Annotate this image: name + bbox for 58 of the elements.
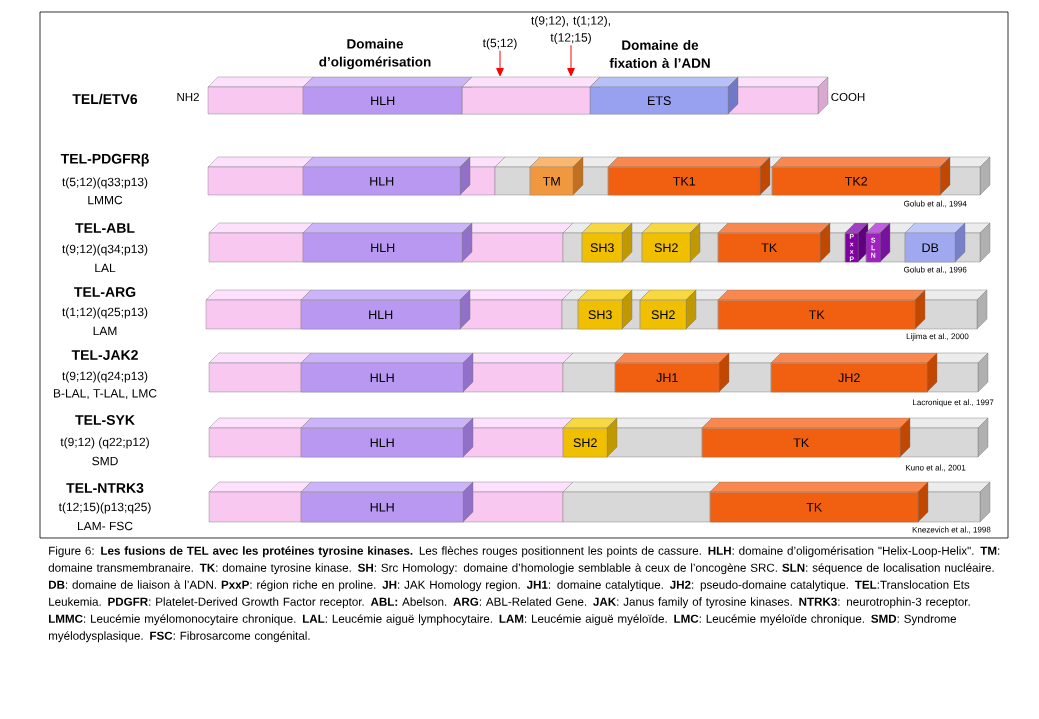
domain-box: TM	[529, 156, 584, 196]
disease-label: B-LAL, T-LAL, LMC	[54, 389, 157, 399]
breakpoint-arrow	[496, 50, 504, 77]
protein-segment	[461, 76, 601, 115]
domain-heading: Domaine d’oligomérisation	[319, 38, 431, 70]
breakpoint-label: t(5;12)	[482, 38, 517, 50]
domain-heading: Domaine de fixation à l’ADN	[609, 40, 710, 68]
protein-name: TEL-SYK	[75, 415, 135, 425]
translocation-label: t(1;12)(q25;p13)	[62, 307, 148, 319]
reference-label: Lijima et al., 2000	[906, 333, 969, 341]
disease-label: LAM- FSC	[78, 521, 133, 531]
domain-box: SH3	[577, 289, 633, 330]
domain-box: HLH	[300, 289, 471, 330]
domain-box: JH2	[770, 352, 938, 393]
reference-label: Lacronique et al., 1997	[913, 399, 994, 407]
translocation-label: t(12;15)(p13;q25)	[58, 502, 151, 514]
breakpoint-arrow	[567, 44, 575, 77]
domain-box: SH2	[639, 289, 697, 330]
domain-box: ETS	[589, 76, 739, 115]
domain-box: TK	[717, 289, 926, 330]
protein-name: TEL-JAK2	[71, 350, 138, 360]
domain-box: TK	[701, 417, 911, 458]
disease-label: LAL	[95, 263, 116, 273]
domain-box: TK1	[607, 156, 771, 196]
disease-label: LMMC	[88, 195, 123, 205]
reference-label: Kuno et al., 2001	[905, 464, 966, 472]
reference-label: Golub et al., 1996	[904, 266, 967, 274]
breakpoint-label: t(9;12), t(1;12), t(12;15)	[531, 15, 610, 45]
domain-box: TK	[717, 222, 831, 263]
domain-box: TK	[709, 481, 929, 523]
domain-box: HLH	[302, 222, 473, 263]
translocation-label: t(9;12) (q22;p12)	[60, 437, 149, 449]
terminus-label: COOH	[831, 92, 865, 102]
domain-box: HLH	[300, 481, 474, 523]
terminus-label: NH2	[177, 93, 199, 101]
domain-box: DB	[904, 222, 966, 263]
figure-caption: Figure 6: Les fusions de TEL avec les protéines tyrosine kinases. Les flèches rouges positionnent les points de cassure. HLH: domaine d’oligomérisation "Helix-Loop-Helix". TM: domaine transmembranaire. TK: domaine tyrosine kinase. SH: Src Homology: domaine d’homologie semblable à ceux de l’oncogène SRC. SLN: séquence de localisation nucléaire. DB: domaine de liaison à l’ADN. PxxP: région riche en proline. JH: JAK Homology region. JH1: domaine catalytique. JH2: pseudo-domaine catalytique. TEL:Translocation Ets Leukemia. PDGFR: Platelet-Derived Growth Factor receptor. ABL: Abelson. ARG: ABL-Related Gene. JAK: Janus family of tyrosine kinases. NTRK3: neurotrophin-3 receptor. LMMC: Leucémie myélomonocytaire chronique. LAL: Leucémie aiguë lymphocytaire. LAM: Leucémie aiguë myéloïde. LMC: Leucémie myéloïde chronique. SMD: Syndrome myélodysplasique. FSC: Fibrosarcome congénital.	[48, 546, 1000, 643]
protein-name: TEL-ABL	[75, 223, 135, 233]
protein-name: TEL-NTRK3	[66, 483, 144, 493]
protein-name: TEL-ARG	[74, 287, 136, 297]
disease-label: LAM	[93, 326, 117, 336]
protein-name: TEL/ETV6	[72, 93, 138, 105]
domain-box: HLH	[300, 352, 474, 393]
reference-label: Golub et al., 1994	[904, 200, 967, 208]
domain-box: SH2	[562, 417, 618, 458]
domain-box: SH2	[641, 222, 701, 263]
domain-box: HLH	[302, 156, 471, 196]
domain-box: TK2	[771, 156, 951, 196]
reference-label: Knezevich et al., 1998	[912, 526, 991, 534]
domain-box: SH3	[581, 222, 633, 263]
domain-box: HLH	[302, 76, 473, 115]
translocation-label: t(9;12)(q34;p13)	[62, 244, 148, 256]
translocation-label: t(9;12)(q24;p13)	[62, 371, 148, 383]
disease-label: SMD	[92, 456, 118, 466]
protein-name: TEL-PDGFRβ	[60, 153, 149, 167]
translocation-label: t(5;12)(q33;p13)	[62, 177, 148, 189]
domain-box: JH1	[614, 352, 730, 393]
domain-box: HLH	[300, 417, 474, 458]
